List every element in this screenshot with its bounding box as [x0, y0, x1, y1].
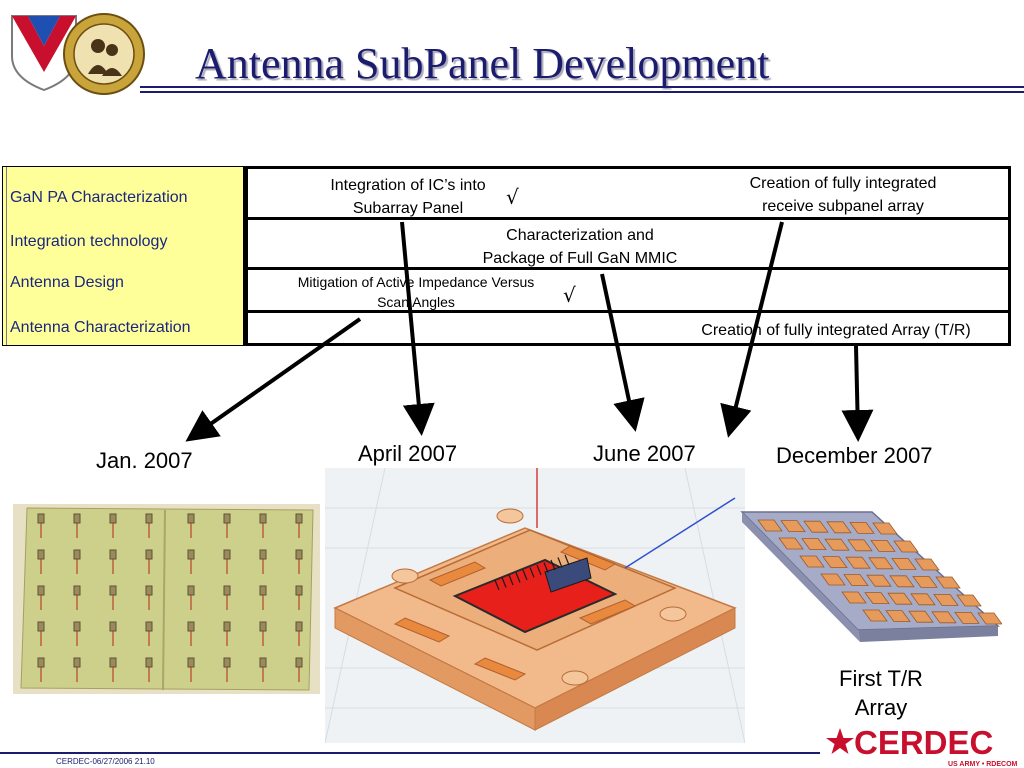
task-item: Antenna Design: [10, 274, 124, 291]
checkmark: √: [563, 283, 576, 307]
svg-text:CERDEC: CERDEC: [854, 724, 993, 761]
cell-line: Integration of IC’s into: [330, 177, 486, 194]
package-cad-render: [325, 468, 745, 743]
svg-text:US ARMY • RDECOM: US ARMY • RDECOM: [948, 761, 1018, 768]
star-icon: [826, 728, 854, 754]
cell-line: Creation of fully integrated: [749, 175, 937, 192]
cerdec-logo: CERDEC US ARMY • RDECOM: [826, 724, 1018, 768]
checkmark: √: [506, 185, 519, 209]
task-item: Integration technology: [10, 233, 168, 250]
schedule-cell: Integration of IC’s into Subarray Panel: [298, 174, 518, 220]
rdecom-seal-icon: [63, 13, 145, 95]
cell-line: receive subpanel array: [762, 198, 924, 215]
cell-line: Package of Full GaN MMIC: [482, 250, 678, 267]
tr-array-render: [740, 511, 1002, 642]
task-item: Antenna Characterization: [10, 319, 191, 336]
title-rule: [140, 91, 1024, 93]
schedule-table: Integration of IC’s into Subarray Panel …: [245, 166, 1011, 346]
caption-line: First T/R: [839, 666, 923, 691]
task-list: GaN PA Characterization Integration tech…: [2, 166, 245, 346]
milestone-jun: June 2007: [593, 441, 696, 466]
schedule-cell: Mitigation of Active Impedance Versus Sc…: [266, 272, 566, 312]
antenna-board-photo: [13, 504, 320, 694]
title-rule: [140, 86, 1024, 88]
cell-line: Mitigation of Active Impedance Versus: [297, 274, 535, 290]
first-tr-array-caption: First T/R Array: [831, 664, 931, 722]
arrow-dec: [841, 345, 874, 442]
army-shield-icon: [11, 15, 77, 92]
milestone-jan: Jan. 2007: [96, 448, 193, 473]
footer-text: CERDEC-06/27/2006 21.10: [56, 757, 155, 766]
milestone-apr: April 2007: [358, 441, 458, 466]
array-patches: [757, 519, 1002, 625]
antenna-pins: [37, 513, 303, 682]
page-title: Antenna SubPanel Development: [195, 39, 770, 88]
row-divider: [248, 267, 1008, 270]
schedule-cell: Creation of fully integrated Array (T/R): [701, 322, 971, 339]
schedule-cell: Creation of fully integrated receive sub…: [718, 172, 968, 218]
cell-line: Subarray Panel: [352, 200, 464, 217]
row-divider: [248, 217, 1008, 220]
milestone-dec: December 2007: [776, 443, 933, 468]
cell-line: Scan Angles: [377, 294, 455, 310]
cell-line: Characterization and: [506, 227, 654, 244]
footer-rule: [0, 752, 820, 754]
caption-line: Array: [854, 695, 908, 720]
schedule-cell: Characterization and Package of Full GaN…: [460, 224, 700, 270]
task-item: GaN PA Characterization: [10, 189, 188, 206]
